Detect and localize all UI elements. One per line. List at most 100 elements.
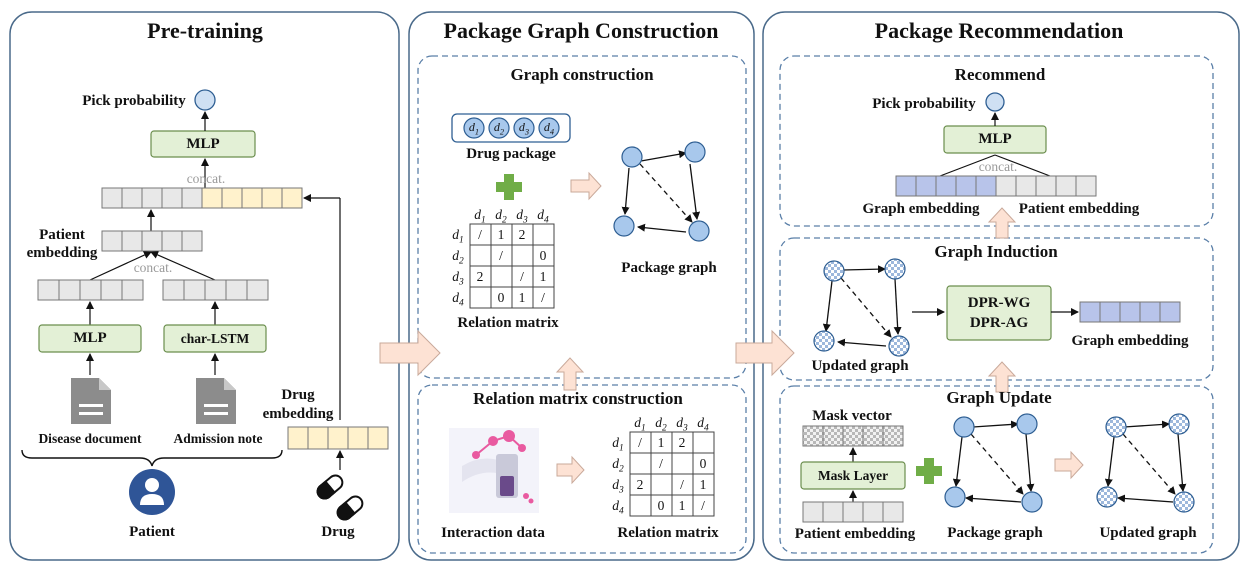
disease-document-icon: [71, 378, 111, 424]
matrix2-col-d4: d4: [697, 415, 709, 434]
mask-layer-box: [800, 461, 906, 490]
matrix2-cell: 2: [678, 435, 686, 450]
matrix2-col-d1: d1: [634, 415, 646, 434]
recommend-title: Recommend: [954, 65, 1046, 84]
relation-matrix-construction-box: [417, 384, 747, 554]
pretraining-panel: [9, 11, 400, 561]
update-updated-graph: [1096, 413, 1195, 513]
mlp-left-box: [38, 324, 142, 353]
dpr-box: [946, 285, 1052, 341]
drug-d2-label: d2: [493, 120, 505, 137]
matrix1-cell: /: [541, 290, 545, 305]
matrix2-cell: /: [701, 498, 705, 513]
matrix1-cell: /: [478, 227, 482, 242]
matrix1-cell: 0: [539, 248, 547, 263]
matrix2-cell: 0: [699, 456, 707, 471]
update-patient-embedding-vector: [802, 501, 904, 523]
update-patient-embedding-label: Patient embedding: [794, 526, 916, 542]
mask-vector: [802, 425, 904, 447]
drug-package-nodes: [463, 117, 560, 139]
relation-matrix-label: Relation matrix: [457, 315, 559, 331]
matrix1-cell: 2: [476, 269, 484, 284]
pick-probability-node: [194, 89, 216, 111]
graph-construction-title: Graph construction: [510, 65, 654, 84]
matrix1-col-d3: d3: [516, 207, 528, 226]
construction-title: Package Graph Construction: [443, 18, 719, 43]
char-lstm-label: char-LSTM: [180, 331, 250, 346]
admission-vector: [162, 279, 269, 301]
matrix2-cell: 2: [636, 477, 644, 492]
matrix1-cell: 2: [518, 227, 526, 242]
rec-graph-embedding-label: Graph embedding: [862, 201, 980, 217]
matrix2-row-d3: d3: [612, 477, 624, 496]
drug-label: Drug: [321, 524, 355, 540]
drug-package-label: Drug package: [466, 146, 556, 162]
recommendation-title: Package Recommendation: [874, 18, 1124, 43]
small-arrow-2: [556, 455, 585, 485]
matrix1-row-d2: d2: [452, 248, 464, 267]
construction-panel: [408, 11, 755, 561]
matrix1-cell: /: [520, 269, 524, 284]
pick-probability-label: Pick probability: [82, 93, 186, 109]
recommendation-panel: [762, 11, 1240, 561]
pretraining-title: Pre-training: [147, 18, 263, 43]
concat-top-label: concat.: [186, 171, 226, 186]
matrix1-col-d2: d2: [495, 207, 507, 226]
matrix2-row-d2: d2: [612, 456, 624, 475]
rec-pick-probability-node: [985, 92, 1005, 112]
admission-note-icon: [196, 378, 236, 424]
drug-embedding-label: Drug embedding: [262, 387, 334, 422]
patient-brace: [21, 449, 283, 467]
matrix1-cell: 1: [518, 290, 526, 305]
package-graph-1: [613, 141, 710, 242]
graph-construction-box: [417, 55, 747, 379]
transition-arrow-1: [379, 329, 441, 377]
mlp-left-label: MLP: [73, 330, 107, 346]
matrix1-cell: 1: [497, 227, 505, 242]
patient-icon: [129, 469, 175, 515]
dpr-wg-label: DPR-WG: [967, 295, 1031, 311]
induction-graph-embedding-vector: [1079, 301, 1181, 323]
matrix2-col-d3: d3: [676, 415, 688, 434]
matrix2-row-d4: d4: [612, 498, 624, 517]
relation-matrix-grid-1: [469, 223, 555, 309]
patient-label: Patient: [129, 524, 175, 540]
plus-icon-1: [496, 174, 522, 200]
mlp-top-label: MLP: [186, 136, 220, 152]
concat-mid-label: concat.: [133, 260, 173, 275]
relation-matrix-2-label: Relation matrix: [617, 525, 719, 541]
graph-update-title: Graph Update: [946, 388, 1052, 407]
small-arrow-3: [1054, 450, 1084, 480]
update-package-graph-label: Package graph: [947, 525, 1043, 541]
rec-concat-vector: [895, 175, 1097, 197]
dpr-ag-label: DPR-AG: [969, 315, 1029, 331]
mlp-top-box: [150, 130, 256, 158]
rec-pick-probability-label: Pick probability: [872, 96, 976, 112]
drug-embedding-vector: [287, 426, 389, 450]
induction-graph-embedding-label: Graph embedding: [1071, 333, 1189, 349]
matrix2-cell: /: [638, 435, 642, 450]
package-graph-label: Package graph: [621, 260, 717, 276]
up-arrow-induction: [987, 207, 1017, 239]
rec-patient-embedding-label: Patient embedding: [1018, 201, 1140, 217]
drug-d4-label: d4: [543, 120, 555, 137]
transition-arrow-2: [735, 329, 795, 377]
matrix2-cell: /: [680, 477, 684, 492]
matrix1-col-d4: d4: [537, 207, 549, 226]
matrix2-cell: 0: [657, 498, 665, 513]
mask-layer-label: Mask Layer: [817, 468, 889, 483]
rec-mlp-label: MLP: [978, 131, 1012, 147]
concat-vector-top: [101, 187, 303, 209]
matrix1-cell: 1: [539, 269, 547, 284]
plus-icon-2: [916, 458, 942, 484]
matrix2-cell: 1: [699, 477, 707, 492]
drug-pill-icon: [316, 474, 364, 521]
mask-vector-label: Mask vector: [812, 408, 892, 424]
relation-matrix-grid-2: [629, 431, 715, 517]
up-arrow-update: [987, 361, 1017, 393]
matrix1-cell: 0: [497, 290, 505, 305]
relation-matrix-construction-title: Relation matrix construction: [473, 389, 683, 408]
small-arrow-1: [570, 171, 602, 201]
disease-vector: [37, 279, 144, 301]
